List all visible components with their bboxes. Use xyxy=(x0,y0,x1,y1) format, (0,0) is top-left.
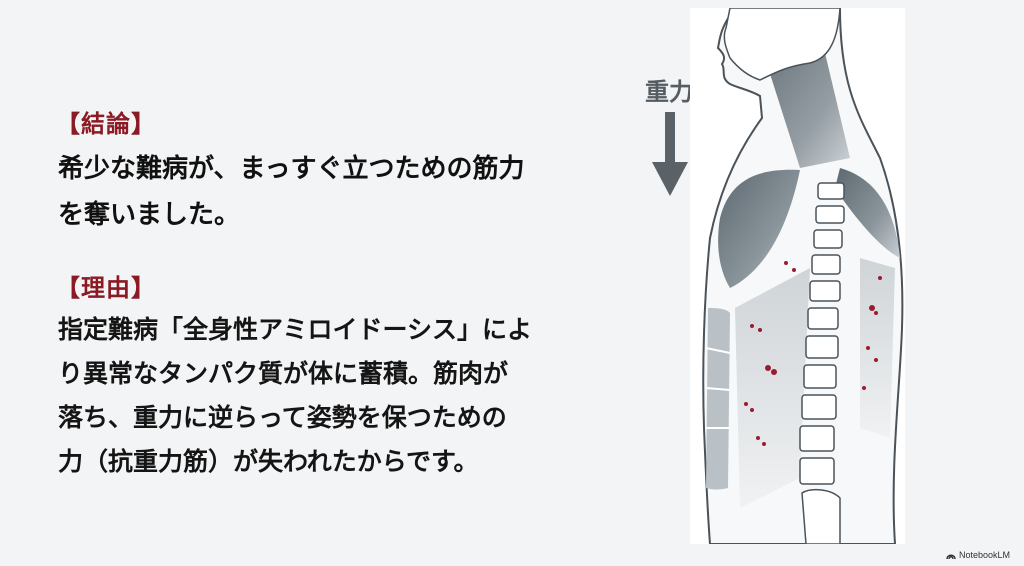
notebooklm-logo-icon xyxy=(946,554,956,559)
reason-line: り異常なタンパク質が体に蓄積。筋肉が xyxy=(58,359,509,388)
reason-heading: 【理由】 xyxy=(56,274,156,302)
conclusion-line: を奪いました。 xyxy=(58,200,241,230)
conclusion-text: 希少な難病が、まっすぐ立つための筋力 を奪いました。 xyxy=(58,146,598,238)
branding: NotebookLM xyxy=(946,550,1010,560)
reason-line: 力（抗重力筋）が失われたからです。 xyxy=(58,447,479,476)
anatomy-illustration xyxy=(690,8,905,544)
branding-label: NotebookLM xyxy=(958,550,1010,560)
conclusion-line: 希少な難病が、まっすぐ立つための筋力 xyxy=(58,154,525,184)
reason-text: 指定難病「全身性アミロイドーシス」によ り異常なタンパク質が体に蓄積。筋肉が 落… xyxy=(58,308,618,484)
conclusion-heading: 【結論】 xyxy=(56,110,156,138)
gravity-label: 重力 xyxy=(645,78,693,106)
down-arrow-icon xyxy=(652,112,688,196)
reason-line: 指定難病「全身性アミロイドーシス」によ xyxy=(58,315,533,344)
reason-line: 落ち、重力に逆らって姿勢を保つための xyxy=(58,403,507,432)
